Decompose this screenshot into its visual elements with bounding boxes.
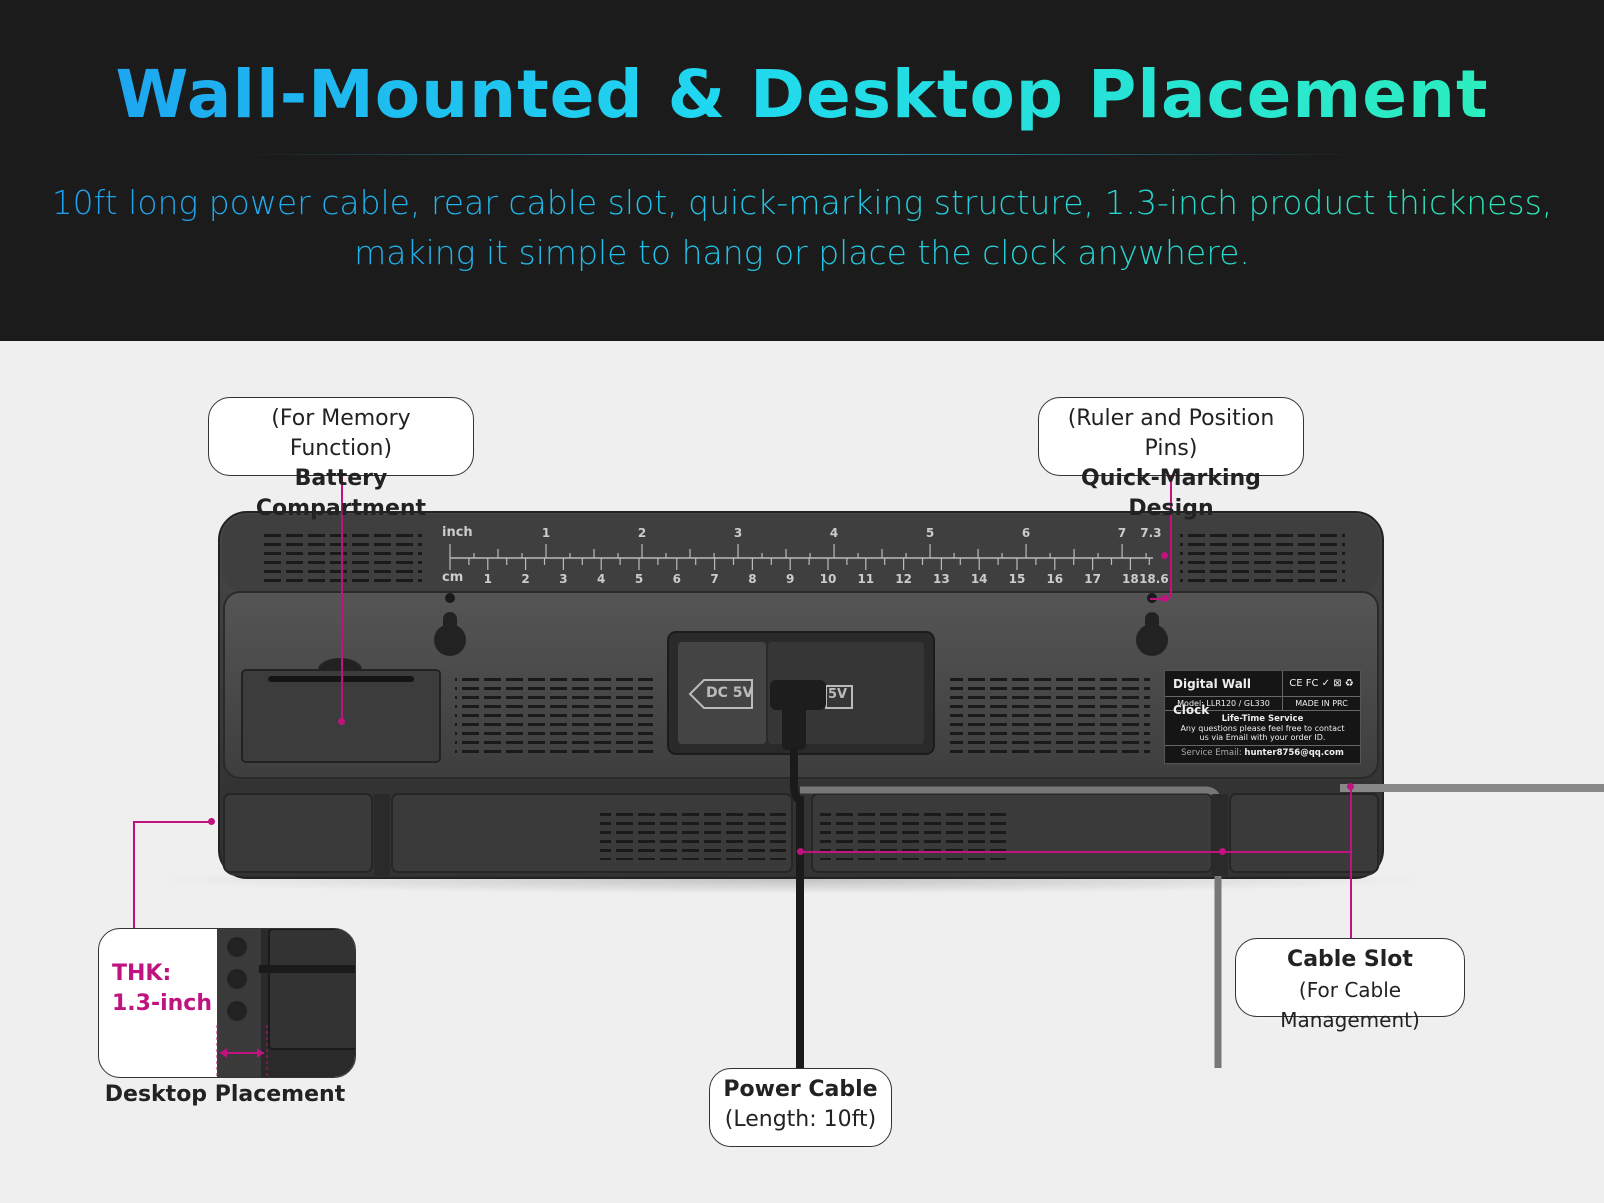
callout-power-cable-main: Power Cable — [723, 1077, 878, 1102]
leader-battery-dot — [338, 718, 345, 725]
ruler-cm-label: cm — [442, 570, 464, 585]
ruler-inch-tick-label: 7.3 — [1140, 526, 1162, 540]
label-model: Model: LLR120 / GL330 — [1165, 696, 1283, 711]
leader-marking — [1170, 476, 1172, 598]
ruler-inch-label: inch — [442, 525, 473, 540]
vent-bottom-right — [820, 810, 1006, 860]
port-label-left: DC 5V — [706, 685, 754, 701]
ruler-cm-tick-label: 5 — [634, 572, 644, 586]
label-origin: MADE IN PRC — [1295, 699, 1348, 708]
leader-cable-slot-v — [1350, 786, 1352, 938]
page-title: Wall-Mounted & Desktop Placement — [0, 56, 1604, 133]
leader-cable-slot-h — [800, 851, 1350, 853]
ruler — [449, 544, 1154, 570]
desktop-placement-caption: Desktop Placement — [104, 1082, 346, 1107]
product-info-label: Digital Wall Clock CE FC ✓ ⊠ ♻ Model: LL… — [1164, 670, 1361, 764]
label-email: hunter8756@qq.com — [1244, 748, 1344, 758]
ruler-cm-tick-label: 13 — [933, 572, 950, 586]
vent-bottom-left — [600, 810, 786, 860]
ruler-cm-tick-label: 17 — [1084, 572, 1101, 586]
leader-cable-slot-dot-3 — [1219, 848, 1226, 855]
thickness-line-1: THK: — [112, 961, 172, 986]
ruler-cm-tick-label: 3 — [559, 572, 568, 586]
leader-cable-slot-dot-2 — [797, 848, 804, 855]
keyhole-mount-right — [1136, 612, 1168, 656]
ruler-cm-tick-label: 14 — [970, 572, 988, 586]
ruler-inch-tick-label: 6 — [1021, 526, 1031, 540]
power-cable — [790, 746, 804, 1072]
leader-thickness-dot — [208, 818, 215, 825]
leader-battery — [341, 476, 343, 722]
vent-mid-left — [455, 672, 653, 758]
label-service-line-2: us via Email with your order ID. — [1199, 733, 1326, 742]
callout-power-cable: Power Cable (Length: 10ft) — [709, 1068, 892, 1147]
ruler-cm-tick-label: 12 — [895, 572, 912, 586]
callout-marking-sub: (Ruler and Position Pins) — [1067, 406, 1275, 461]
thickness-text: THK: 1.3-inch — [112, 959, 212, 1019]
label-service-title: Life-Time Service — [1221, 714, 1304, 724]
label-certifications: CE FC ✓ ⊠ ♻ — [1289, 678, 1354, 689]
ruler-inch-tick-label: 1 — [541, 526, 551, 540]
leader-marking-dot-1 — [1161, 552, 1168, 559]
ruler-inch-tick-label: 4 — [829, 526, 839, 540]
port-label-right: 5V — [828, 687, 848, 702]
ruler-cm-tick-label: 18.6 — [1139, 572, 1169, 586]
callout-cable-slot: Cable Slot (For Cable Management) — [1235, 938, 1465, 1032]
callout-quick-marking: (Ruler and Position Pins) Quick-Marking … — [1038, 397, 1304, 521]
ruler-cm-tick-label: 8 — [748, 572, 757, 586]
ruler-cm-tick-label: 4 — [597, 572, 606, 586]
leader-thickness-v — [133, 821, 135, 929]
leader-marking-branch — [1150, 598, 1170, 600]
ruler-cm-tick-label: 1 — [483, 572, 492, 586]
ruler-inch-tick-label: 5 — [925, 526, 935, 540]
ruler-cm-tick-label: 16 — [1046, 572, 1064, 586]
callout-marking-main: Quick-Marking Design — [1081, 466, 1261, 521]
label-service-line-1: Any questions please feel free to contac… — [1180, 724, 1345, 733]
vent-top-right — [1180, 532, 1345, 582]
ruler-cm-tick-label: 10 — [819, 572, 837, 586]
thickness-line-2: 1.3-inch — [112, 991, 213, 1016]
thickness-side-view — [216, 929, 355, 1077]
label-product-name: Digital Wall Clock — [1165, 670, 1283, 717]
thickness-inset: THK: 1.3-inch — [98, 928, 356, 1078]
callout-battery-main: Battery Compartment — [255, 466, 427, 521]
vent-mid-right — [950, 672, 1150, 758]
ruler-cm-tick-label: 2 — [521, 572, 530, 586]
ruler-inch-tick-label: 7 — [1117, 526, 1127, 540]
ruler-inch-tick-label: 3 — [733, 526, 743, 540]
title-divider — [240, 154, 1364, 155]
ruler-cm-tick-label: 15 — [1008, 572, 1026, 586]
ruler-inch-tick-label: 2 — [637, 526, 647, 540]
leader-thickness-h — [133, 821, 211, 823]
leader-cable-slot-dot — [1347, 783, 1354, 790]
callout-power-cable-sub: (Length: 10ft) — [724, 1107, 877, 1132]
callout-battery-compartment: (For Memory Function) Battery Compartmen… — [208, 397, 474, 521]
header-banner: Wall-Mounted & Desktop Placement 10ft lo… — [0, 0, 1604, 341]
callout-cable-slot-sub: (For Cable Management) — [1280, 978, 1420, 1032]
ruler-cm-tick-label: 9 — [786, 572, 795, 586]
ruler-cm-tick-label: 7 — [710, 572, 719, 586]
keyhole-mount-left — [434, 612, 466, 656]
ruler-cm-tick-label: 6 — [672, 572, 681, 586]
ruler-cm-tick-label: 11 — [857, 572, 875, 586]
callout-battery-sub: (For Memory Function) — [271, 406, 411, 461]
callout-cable-slot-main: Cable Slot — [1287, 947, 1413, 972]
label-email-label: Service Email: — [1181, 748, 1242, 758]
ruler-cm-tick-label: 18 — [1122, 572, 1139, 586]
